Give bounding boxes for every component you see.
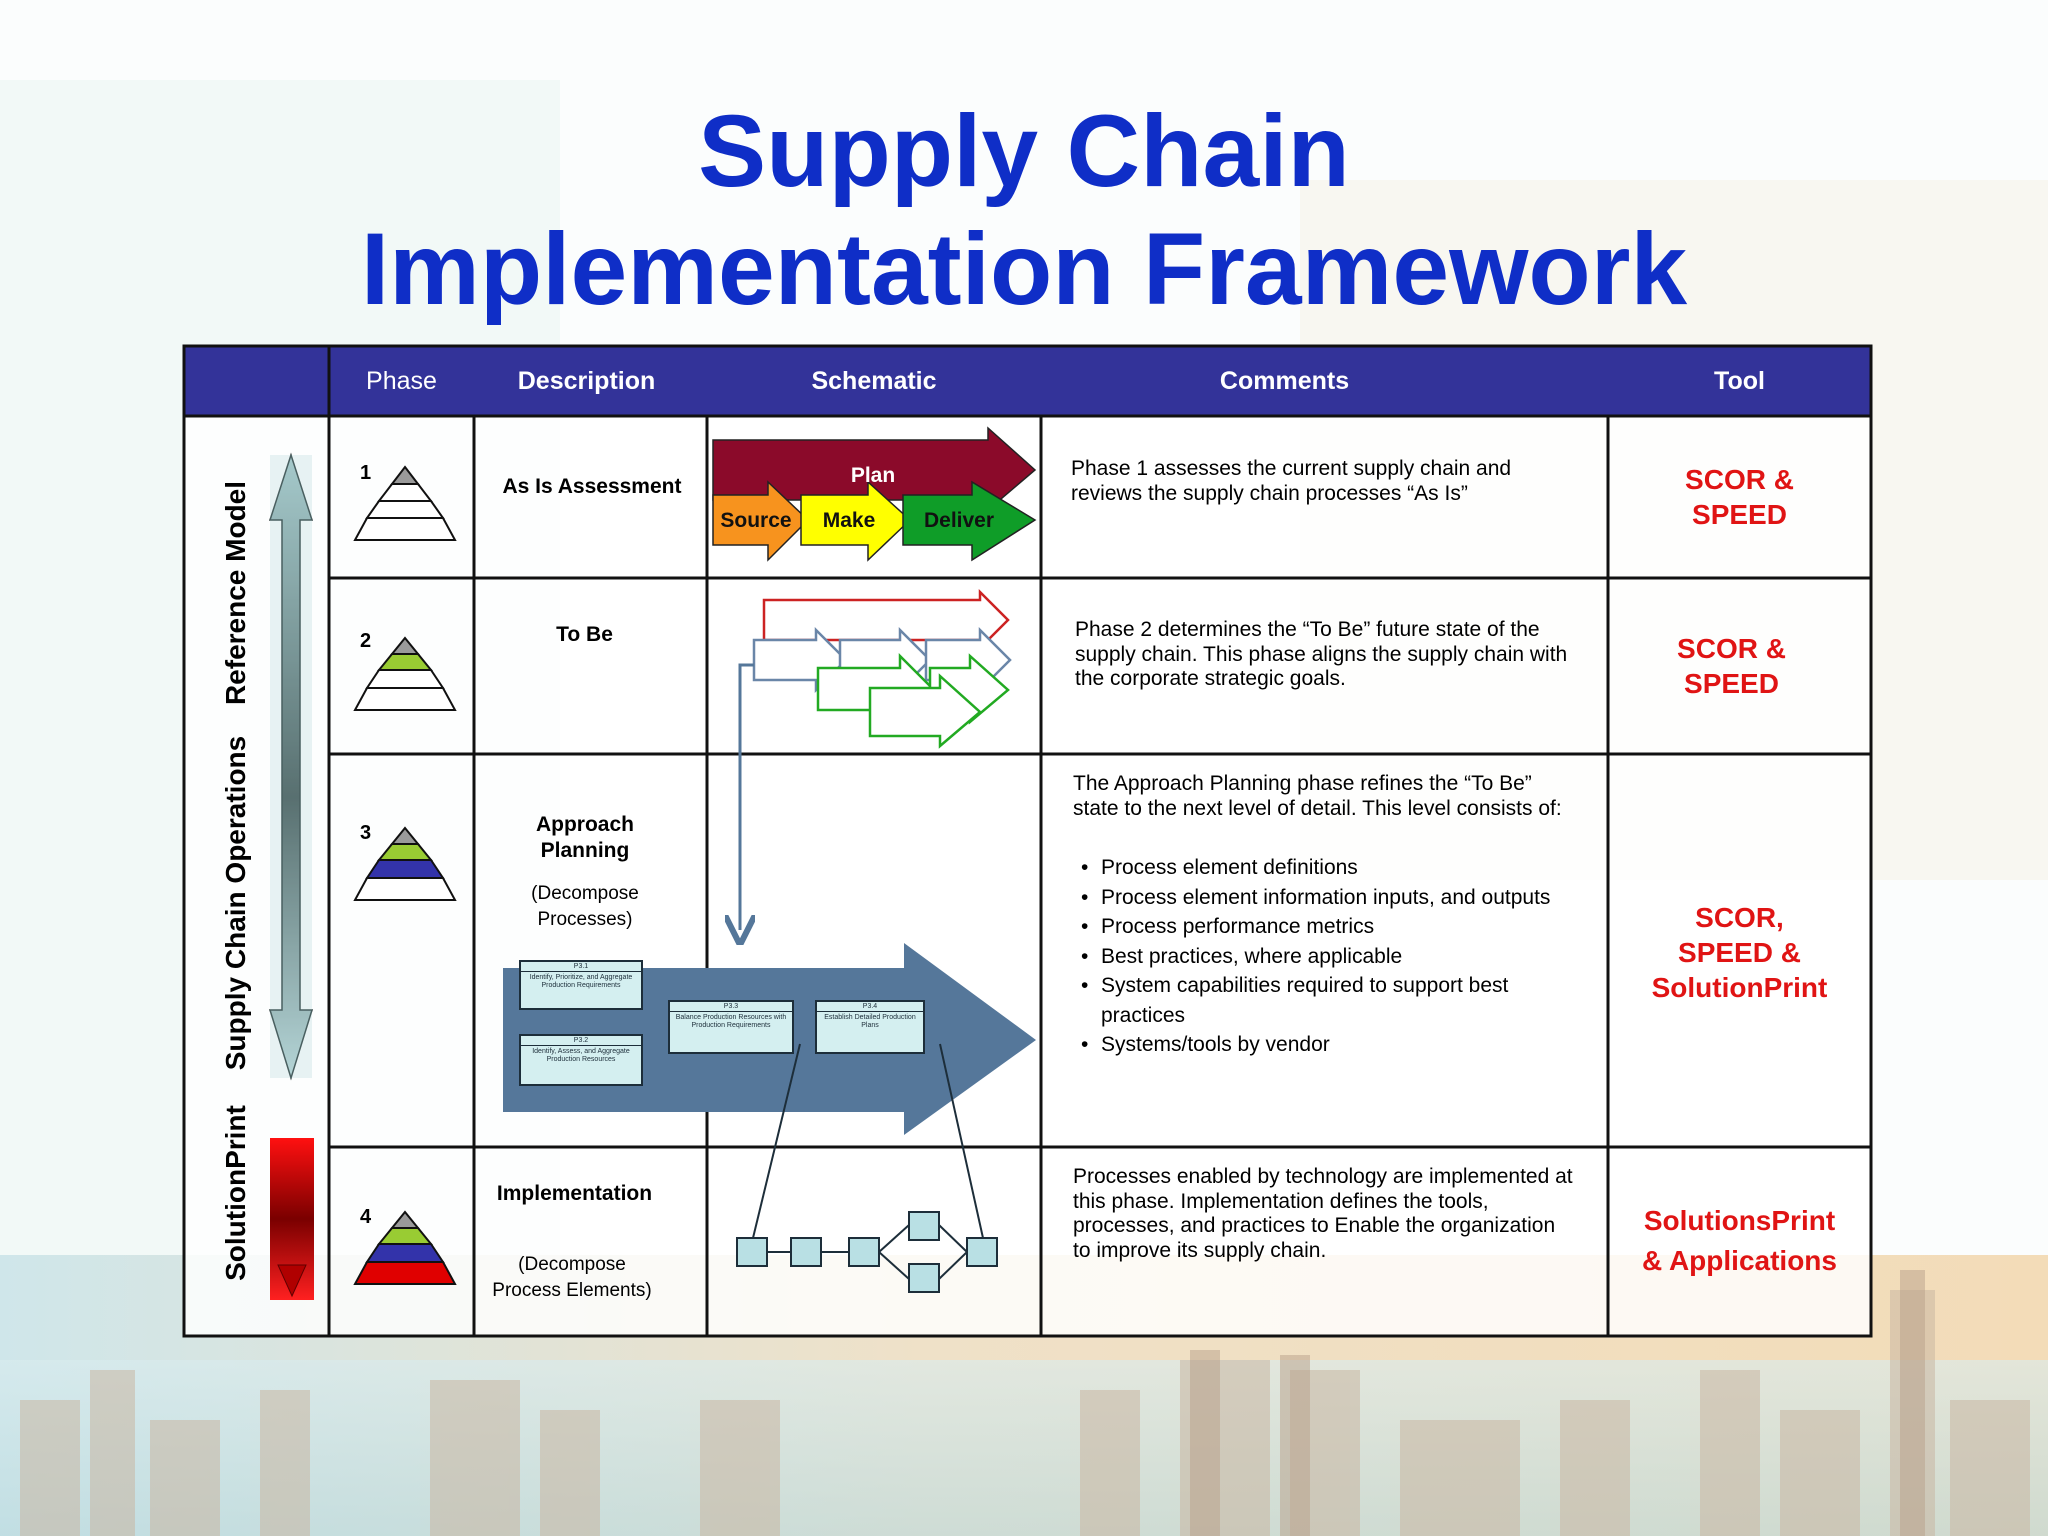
bullet-item: Process element information inputs, and … xyxy=(1073,883,1573,913)
tool-row-3-line-1: SCOR, xyxy=(1695,902,1784,933)
description-row-2: To Be xyxy=(556,623,613,646)
bullet-item: Systems/tools by vendor xyxy=(1073,1030,1573,1060)
bullet-item: Process performance metrics xyxy=(1073,912,1573,942)
pyramid-icon-phase-1 xyxy=(353,465,457,541)
pyramid-icon-phase-3 xyxy=(353,826,457,901)
process-box-p33-text: Balance Production Resources with Produc… xyxy=(675,1014,787,1029)
table-header-bar xyxy=(184,346,1871,416)
side-label-reference: Reference Model xyxy=(220,480,251,706)
process-box-p31-text: Identify, Prioritize, and Aggregate Prod… xyxy=(529,974,633,989)
process-chain xyxy=(736,1043,998,1293)
description-row-4: Implementation xyxy=(496,1182,653,1205)
tool-row-2: SCOR & SPEED xyxy=(1600,631,1863,701)
header-comments: Comments xyxy=(1219,367,1350,395)
process-box-p32-id: P3.2 xyxy=(521,1036,641,1046)
process-box-p31: P3.1 Identify, Prioritize, and Aggregate… xyxy=(519,960,643,1010)
tool-row-3-line-2: SPEED & xyxy=(1678,937,1801,968)
title-line-2: Implementation Framework xyxy=(360,212,1688,326)
comment-row-3-bullets: Process element definitions Process elem… xyxy=(1073,853,1573,1060)
red-down-arrow-icon xyxy=(270,1138,314,1300)
comment-row-1: Phase 1 assesses the current supply chai… xyxy=(1071,457,1512,505)
to-be-arrows xyxy=(752,588,1012,749)
double-arrow-icon xyxy=(268,452,314,1081)
tool-row-2-line-2: SPEED xyxy=(1684,668,1779,699)
make-label: Make xyxy=(823,509,876,532)
phase-number-2: 2 xyxy=(360,630,372,652)
header-tool: Tool xyxy=(1714,367,1765,395)
tool-row-3-line-3: SolutionPrint xyxy=(1651,972,1828,1003)
header-description: Description xyxy=(517,367,656,395)
process-box-p32-text: Identify, Assess, and Aggregate Producti… xyxy=(532,1048,630,1063)
pyramid-icon-phase-2 xyxy=(353,636,457,711)
table-body xyxy=(184,416,1871,1336)
comment-row-4: Processes enabled by technology are impl… xyxy=(1073,1165,1573,1262)
deliver-arrow xyxy=(902,480,1037,562)
process-box-p34-id: P3.4 xyxy=(817,1002,923,1012)
source-arrow xyxy=(712,480,810,562)
process-box-p34: P3.4 Establish Detailed Production Plans xyxy=(815,1000,925,1054)
tool-row-4-line-2: & Applications xyxy=(1642,1245,1837,1276)
tool-row-4: SolutionsPrint & Applications xyxy=(1608,1201,1871,1281)
tool-row-1: SCOR & SPEED xyxy=(1608,462,1871,532)
bullet-item: System capabilities required to support … xyxy=(1073,971,1573,1030)
tool-row-3: SCOR, SPEED & SolutionPrint xyxy=(1608,900,1871,1005)
phase-number-1: 1 xyxy=(360,462,372,484)
tool-row-2-line-1: SCOR & xyxy=(1677,633,1786,664)
comment-row-2: Phase 2 determines the “To Be” future st… xyxy=(1075,618,1568,690)
process-box-p33: P3.3 Balance Production Resources with P… xyxy=(668,1000,794,1054)
description-row-1: As Is Assessment xyxy=(502,475,682,498)
tool-row-1-line-1: SCOR & xyxy=(1685,464,1794,495)
description-row-3: Approach Planning xyxy=(535,813,634,862)
side-label-solution: SolutionPrint xyxy=(220,1105,251,1281)
page-title: Supply Chain Implementation Framework xyxy=(0,92,2048,328)
connector-line xyxy=(740,663,754,930)
title-line-1: Supply Chain xyxy=(698,94,1350,208)
make-arrow xyxy=(800,480,912,562)
process-box-p32: P3.2 Identify, Assess, and Aggregate Pro… xyxy=(519,1034,643,1086)
side-label-operations: Supply Chain Operations xyxy=(220,735,251,1071)
phase-number-3: 3 xyxy=(360,822,372,844)
phase-number-4: 4 xyxy=(360,1206,372,1228)
comment-row-3: The Approach Planning phase refines the … xyxy=(1073,772,1562,820)
source-label: Source xyxy=(720,509,791,532)
description-row-4-sub: (Decompose Process Elements) xyxy=(492,1254,652,1301)
header-schematic: Schematic xyxy=(811,367,937,395)
process-box-p34-text: Establish Detailed Production Plans xyxy=(824,1014,916,1029)
tool-row-1-line-2: SPEED xyxy=(1692,499,1787,530)
tool-row-4-line-1: SolutionsPrint xyxy=(1643,1205,1836,1236)
header-phase: Phase xyxy=(366,367,437,395)
bullet-item: Process element definitions xyxy=(1073,853,1573,883)
plan-label: Plan xyxy=(851,464,895,487)
pyramid-icon-phase-4 xyxy=(353,1210,457,1285)
description-row-3-sub: (Decompose Processes) xyxy=(531,883,639,930)
process-box-p31-id: P3.1 xyxy=(521,962,641,972)
process-box-p33-id: P3.3 xyxy=(670,1002,792,1012)
bullet-item: Best practices, where applicable xyxy=(1073,942,1573,972)
deliver-label: Deliver xyxy=(924,509,994,532)
